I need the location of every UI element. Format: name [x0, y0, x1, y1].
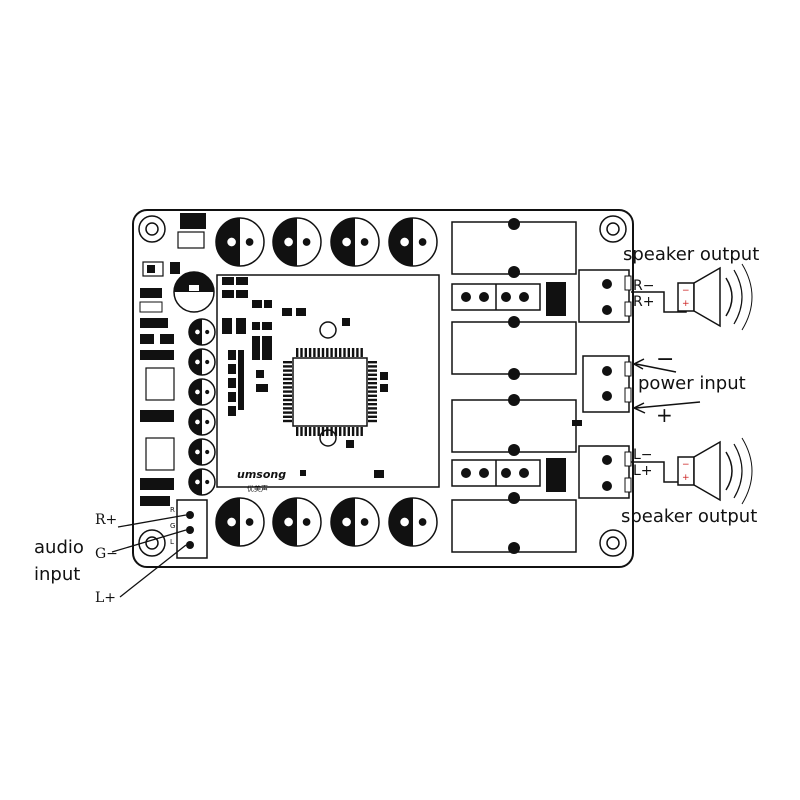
power-plus-label: +: [656, 403, 673, 427]
terminal-r-minus-label: R−: [633, 278, 654, 294]
audio-g-minus-label: G−: [95, 546, 118, 562]
svg-text:+: +: [682, 299, 690, 309]
capacitors-top: [215, 217, 438, 267]
inductor-pads: [508, 218, 520, 554]
chip-area: [216, 274, 440, 488]
speaker-output-bottom-label: speaker output: [621, 506, 757, 527]
ic-marker-bottom: [319, 429, 337, 447]
capacitor: [388, 497, 438, 547]
power-arrows: [632, 358, 701, 414]
brand-logo: umsong: [237, 468, 286, 481]
speaker-icon-bottom: − +: [631, 437, 753, 505]
terminal-speaker-l: [578, 445, 632, 499]
svg-text:+: +: [682, 473, 690, 483]
capacitor: [330, 217, 380, 267]
svg-text:R: R: [170, 506, 175, 514]
audio-input-label-line1: audio: [34, 537, 84, 558]
capacitor: [188, 408, 216, 436]
left-capacitors: [188, 318, 216, 496]
terminal-l-plus-label: L+: [633, 463, 653, 479]
capacitors-bottom: [215, 497, 438, 547]
capacitor: [215, 217, 265, 267]
audio-input-label-line2: input: [34, 564, 80, 585]
svg-text:−: −: [682, 460, 690, 470]
capacitor: [330, 497, 380, 547]
resistor-blocks: [451, 282, 582, 492]
capacitor: [188, 318, 216, 346]
audio-r-plus-label: R+: [95, 512, 117, 528]
smd-components: [222, 277, 388, 478]
brand-logo-cn: 优美声: [247, 484, 268, 493]
capacitor: [272, 217, 322, 267]
capacitor: [215, 497, 265, 547]
capacitor: [188, 348, 216, 376]
power-minus-label: −: [656, 347, 674, 372]
capacitor: [188, 468, 216, 496]
terminal-speaker-r: [578, 269, 632, 323]
capacitor: [272, 497, 322, 547]
audio-pointer-lines: [111, 514, 187, 598]
left-components: [139, 213, 215, 506]
main-ic: [283, 348, 377, 436]
capacitor: [388, 217, 438, 267]
terminal-power: [582, 355, 632, 413]
ic-marker-top: [319, 321, 337, 339]
mounting-holes: [138, 215, 627, 557]
terminal-l-minus-label: L−: [633, 447, 653, 463]
audio-l-plus-label: L+: [95, 590, 116, 606]
svg-text:G: G: [170, 522, 175, 530]
capacitor: [188, 438, 216, 466]
svg-text:−: −: [682, 286, 690, 296]
terminal-r-plus-label: R+: [633, 294, 654, 310]
speaker-icon-top: − +: [631, 263, 753, 331]
speaker-output-top-label: speaker output: [623, 244, 759, 265]
svg-text:L: L: [170, 538, 174, 546]
capacitor: [188, 378, 216, 406]
power-input-label: power input: [638, 373, 746, 394]
